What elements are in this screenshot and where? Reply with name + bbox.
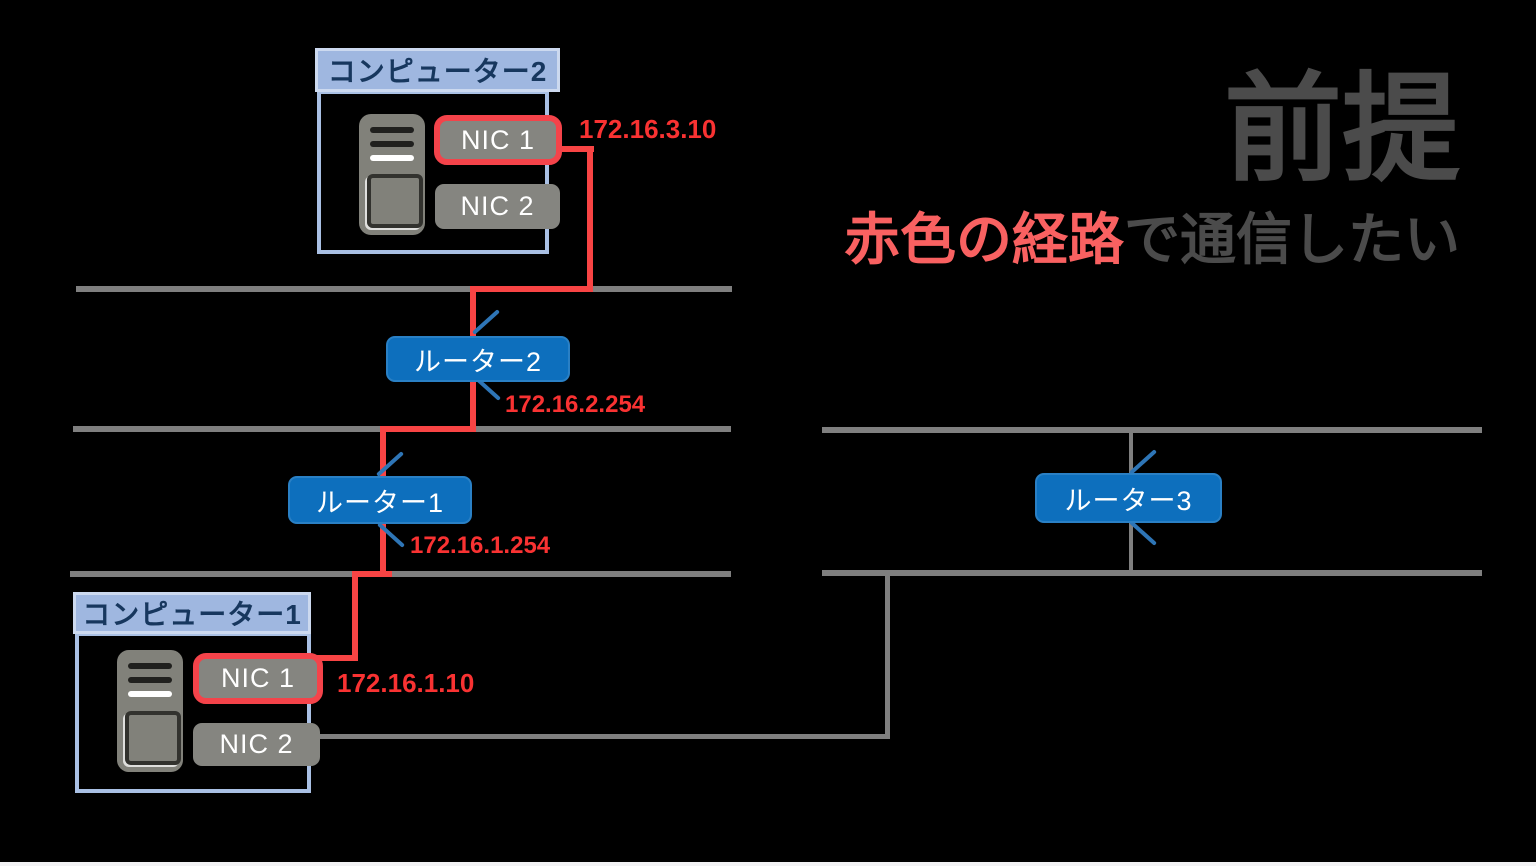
server-drive-square — [367, 174, 423, 228]
red-route-along-segment3 — [470, 286, 593, 292]
red-route-into-router2-top — [470, 292, 476, 340]
red-route-along-segment2 — [380, 426, 476, 432]
router1-interface-ip: 172.16.1.254 — [410, 532, 551, 559]
network-segment-1 — [70, 571, 731, 577]
server-slot-line — [370, 155, 414, 161]
network-segment-3 — [76, 286, 732, 292]
page-subtitle-highlight: 赤色の経路 — [844, 208, 1124, 271]
network-segment-right-bottom — [822, 570, 1482, 576]
computer2-header: コンピューター2 — [315, 48, 560, 92]
red-route-router2-to-segment2 — [470, 378, 476, 432]
router2-box: ルーター2 — [386, 336, 570, 382]
computer2-nic2-label: NIC 2 — [460, 191, 535, 221]
server-vent-line — [370, 127, 414, 133]
router3-top-tick-icon — [1129, 449, 1157, 475]
router3-bottom-tick-icon — [1129, 520, 1157, 546]
red-route-computer2-nic1-stub — [556, 146, 594, 152]
page-subtitle-rest: で通信したい — [1124, 208, 1460, 271]
router3-label: ルーター3 — [1064, 485, 1193, 516]
server-drive-square — [125, 711, 181, 765]
server-slot-line — [128, 691, 172, 697]
computer1-header: コンピューター1 — [73, 592, 311, 634]
router2-label: ルーター2 — [413, 346, 543, 377]
network-segment-right-top — [822, 427, 1482, 433]
computer2-nic1-ip: 172.16.3.10 — [579, 114, 717, 144]
red-route-computer1-nic1-stub — [316, 655, 358, 661]
red-route-down-to-segment3 — [587, 146, 593, 292]
router1-label: ルーター1 — [315, 487, 445, 518]
computer1-nic2-link-horizontal — [318, 734, 888, 739]
computer2-server-icon — [359, 114, 425, 235]
red-route-along-segment1 — [352, 571, 392, 577]
computer1-nic2-link-vertical — [885, 575, 890, 739]
computer1-title: コンピューター1 — [82, 599, 302, 630]
red-route-into-router1-top — [380, 432, 386, 480]
red-route-down-to-computer1 — [352, 577, 358, 661]
computer1-server-icon — [117, 650, 183, 772]
red-route-router1-to-segment1 — [380, 518, 386, 577]
computer1-nic1-ip: 172.16.1.10 — [337, 668, 475, 698]
bottom-edge-strip — [0, 862, 1536, 866]
computer2-box — [317, 90, 549, 254]
computer1-nic2-label: NIC 2 — [219, 729, 294, 759]
computer1-nic2-chip: NIC 2 — [193, 723, 320, 766]
computer1-box — [75, 632, 311, 793]
router1-box: ルーター1 — [288, 476, 472, 524]
page-subtitle: 赤色の経路で通信したい — [700, 207, 1460, 273]
computer2-nic1-chip: NIC 1 — [434, 115, 562, 165]
server-vent-line — [128, 663, 172, 669]
computer1-nic1-chip: NIC 1 — [193, 653, 323, 704]
computer2-title: コンピューター2 — [327, 56, 548, 87]
router2-interface-ip: 172.16.2.254 — [505, 391, 646, 418]
computer2-nic2-chip: NIC 2 — [435, 184, 560, 229]
router3-box: ルーター3 — [1035, 473, 1222, 523]
page-title: 前提 — [1223, 64, 1460, 196]
computer2-nic1-label: NIC 1 — [460, 124, 536, 155]
computer1-nic1-label: NIC 1 — [220, 663, 296, 693]
server-vent-line — [128, 677, 172, 683]
router2-top-tick-icon — [472, 309, 500, 335]
server-vent-line — [370, 141, 414, 147]
